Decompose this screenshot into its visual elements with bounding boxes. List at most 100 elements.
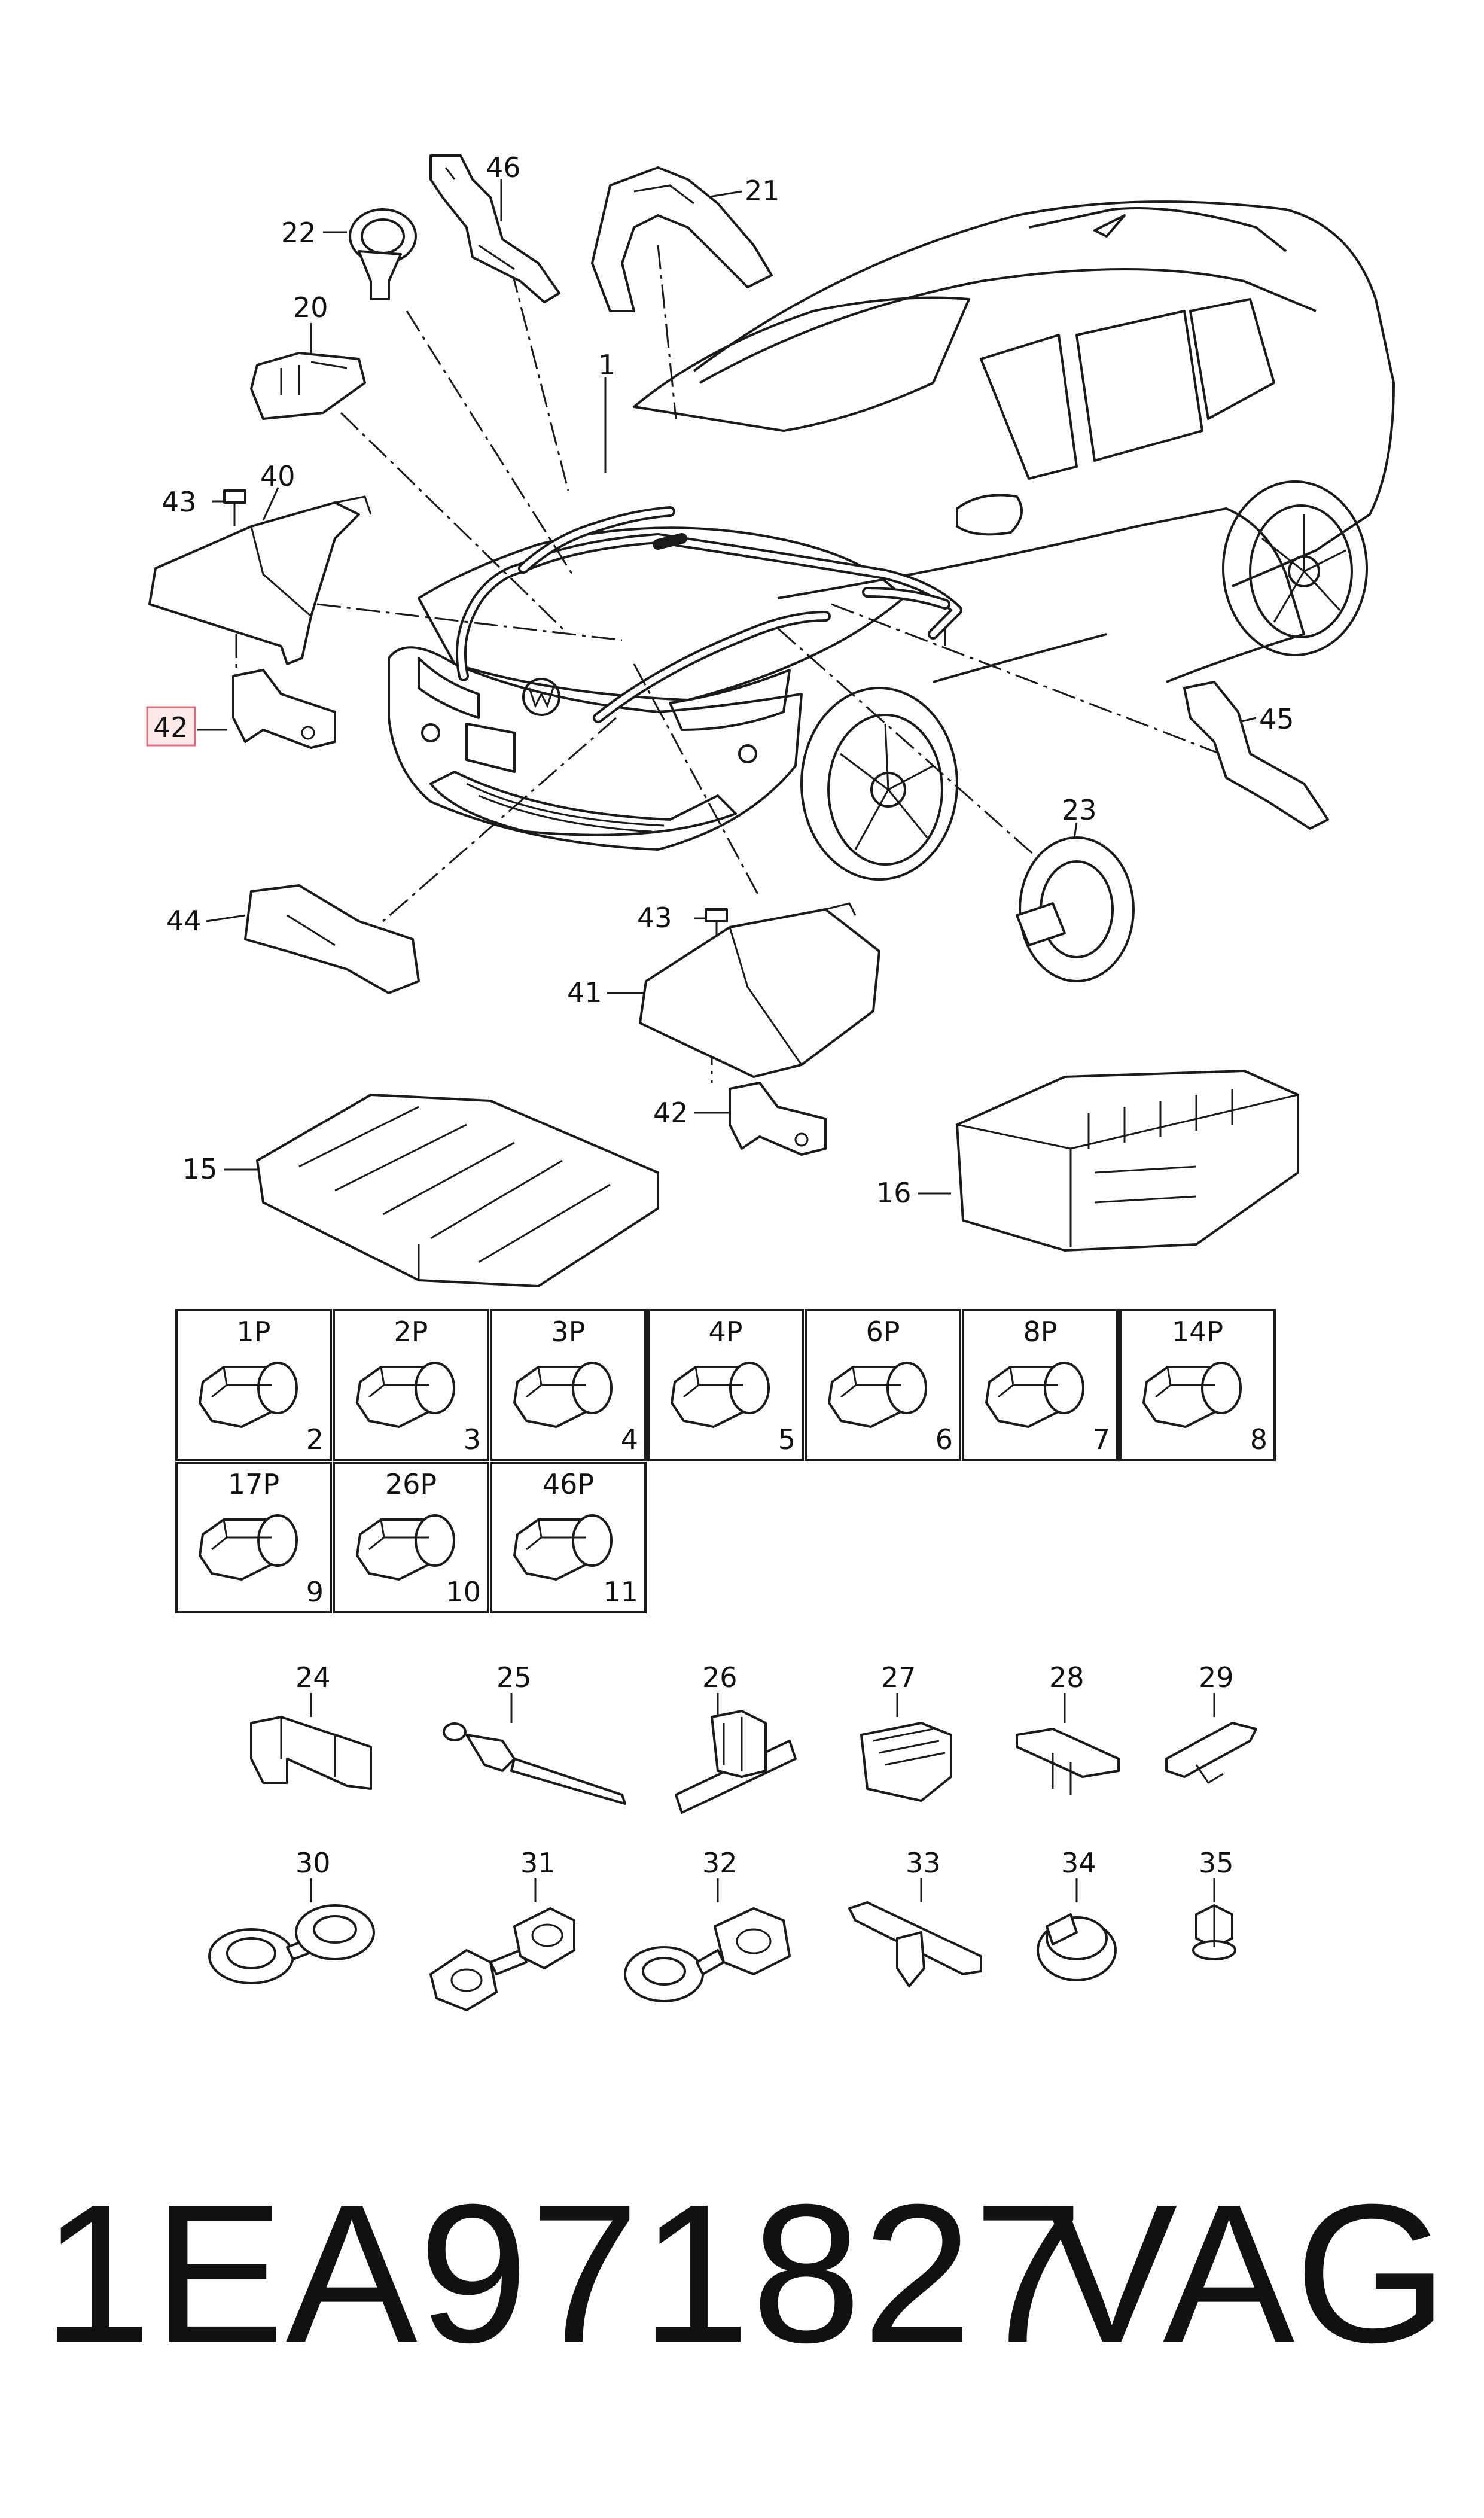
connector-detail [368, 1366, 429, 1398]
connector-cell: 46P 11 [490, 1462, 647, 1613]
connector-cell: 3P 4 [490, 1309, 647, 1461]
connector-detail [211, 1519, 272, 1551]
connector-item-number: 4 [621, 1423, 638, 1456]
part-45-bracket [1183, 681, 1329, 830]
part-40-tray [148, 495, 372, 665]
connector-cell: 6P 6 [805, 1309, 961, 1461]
connector-face [572, 1362, 613, 1414]
footer: 1EA971827 VAG [0, 2163, 1484, 2383]
connector-item-number: 3 [464, 1423, 481, 1456]
leader-lines [235, 245, 1221, 1083]
connector-face [415, 1514, 455, 1567]
small-parts-row-1 [250, 1693, 1257, 1814]
callout-45: 45 [1259, 703, 1294, 735]
callout-41: 41 [567, 976, 602, 1009]
callout-20: 20 [293, 291, 328, 324]
callout-21: 21 [745, 175, 780, 207]
callout-24: 24 [295, 1661, 331, 1694]
connector-cell: 4P5 [647, 1309, 804, 1461]
connector-detail [211, 1366, 272, 1398]
part-23-grommet [1016, 836, 1135, 982]
callout-23: 23 [1062, 794, 1097, 826]
callout-43b: 43 [637, 902, 672, 934]
connector-cell: 2P3 [333, 1309, 489, 1461]
callout-27: 27 [881, 1661, 916, 1694]
part-number: 1EA971827 [42, 2163, 1084, 2383]
connector-face [886, 1362, 927, 1414]
callout-33: 33 [906, 1847, 941, 1879]
callout-42a: 42 [153, 711, 188, 744]
part-41-tray [639, 902, 880, 1078]
callout-40: 40 [260, 460, 295, 492]
callout-16: 16 [876, 1177, 912, 1209]
part-44-bracket [244, 884, 420, 994]
part-42-bracket-b [729, 1082, 827, 1156]
connector-detail [526, 1366, 586, 1398]
connector-face [415, 1362, 455, 1414]
connector-cell: 14P 8 [1119, 1309, 1276, 1461]
part-20-housing [250, 352, 366, 420]
connector-item-number: 10 [446, 1576, 481, 1608]
part-25-cable-tie [443, 1722, 626, 1805]
connector-item-number: 5 [778, 1423, 796, 1456]
connector-detail [683, 1366, 743, 1398]
connector-cell: 8P7 [962, 1309, 1119, 1461]
connector-face [257, 1514, 298, 1567]
connector-face [572, 1514, 613, 1567]
wiring-harness [455, 506, 962, 723]
part-16-fuse-box [956, 1070, 1299, 1252]
part-46-bracket [429, 154, 560, 303]
connector-pin-count: 46P [543, 1468, 594, 1500]
callout-1: 1 [598, 349, 615, 381]
callout-46: 46 [486, 151, 521, 184]
callout-32: 32 [702, 1847, 738, 1879]
connector-item-number: 8 [1250, 1423, 1267, 1456]
part-35-nut [1192, 1904, 1236, 1960]
part-43-screw-a [223, 489, 246, 526]
callout-43a: 43 [161, 486, 197, 518]
part-30-holder [208, 1904, 375, 1984]
callout-15: 15 [182, 1153, 218, 1185]
part-32-holder [624, 1907, 791, 2002]
connector-detail [840, 1366, 901, 1398]
connector-cell: 1P 2 [175, 1309, 332, 1461]
part-24-clip [250, 1716, 372, 1790]
connector-pin-count: 14P [1172, 1316, 1223, 1348]
connector-detail [1155, 1366, 1215, 1398]
callout-35: 35 [1199, 1847, 1234, 1879]
connector-item-number: 11 [603, 1576, 638, 1608]
callout-30: 30 [295, 1847, 331, 1879]
connector-pin-count: 3P [551, 1316, 585, 1348]
highlight-box-42 [146, 706, 196, 747]
part-29-clip [1165, 1722, 1257, 1785]
callout-34: 34 [1061, 1847, 1096, 1879]
part-34-cap [1037, 1913, 1117, 1981]
callout-42b: 42 [653, 1097, 688, 1129]
part-31-holder [429, 1907, 575, 2011]
part-27-connector [860, 1722, 952, 1802]
small-parts-row-2 [208, 1878, 1236, 2011]
connector-pin-count: 6P [866, 1316, 900, 1348]
brand-name: VAG [1046, 2163, 1448, 2383]
part-42-bracket-a [232, 669, 336, 749]
connector-face [1201, 1362, 1242, 1414]
connector-face [257, 1362, 298, 1414]
callout-44: 44 [166, 905, 202, 937]
connector-item-number: 2 [306, 1423, 324, 1456]
connector-pin-count: 17P [228, 1468, 279, 1500]
part-22-grommet [349, 208, 417, 300]
connector-detail [526, 1519, 586, 1551]
connector-pin-count: 1P [236, 1316, 270, 1348]
callout-25: 25 [496, 1661, 532, 1694]
part-33-clip [848, 1901, 982, 1987]
part-43-screw-b [705, 908, 728, 942]
vehicle-illustration [388, 200, 1395, 881]
connector-item-number: 6 [936, 1423, 953, 1456]
part-15-relay-carrier [256, 1094, 659, 1287]
connector-detail [998, 1366, 1058, 1398]
part-21-bracket [591, 166, 773, 312]
